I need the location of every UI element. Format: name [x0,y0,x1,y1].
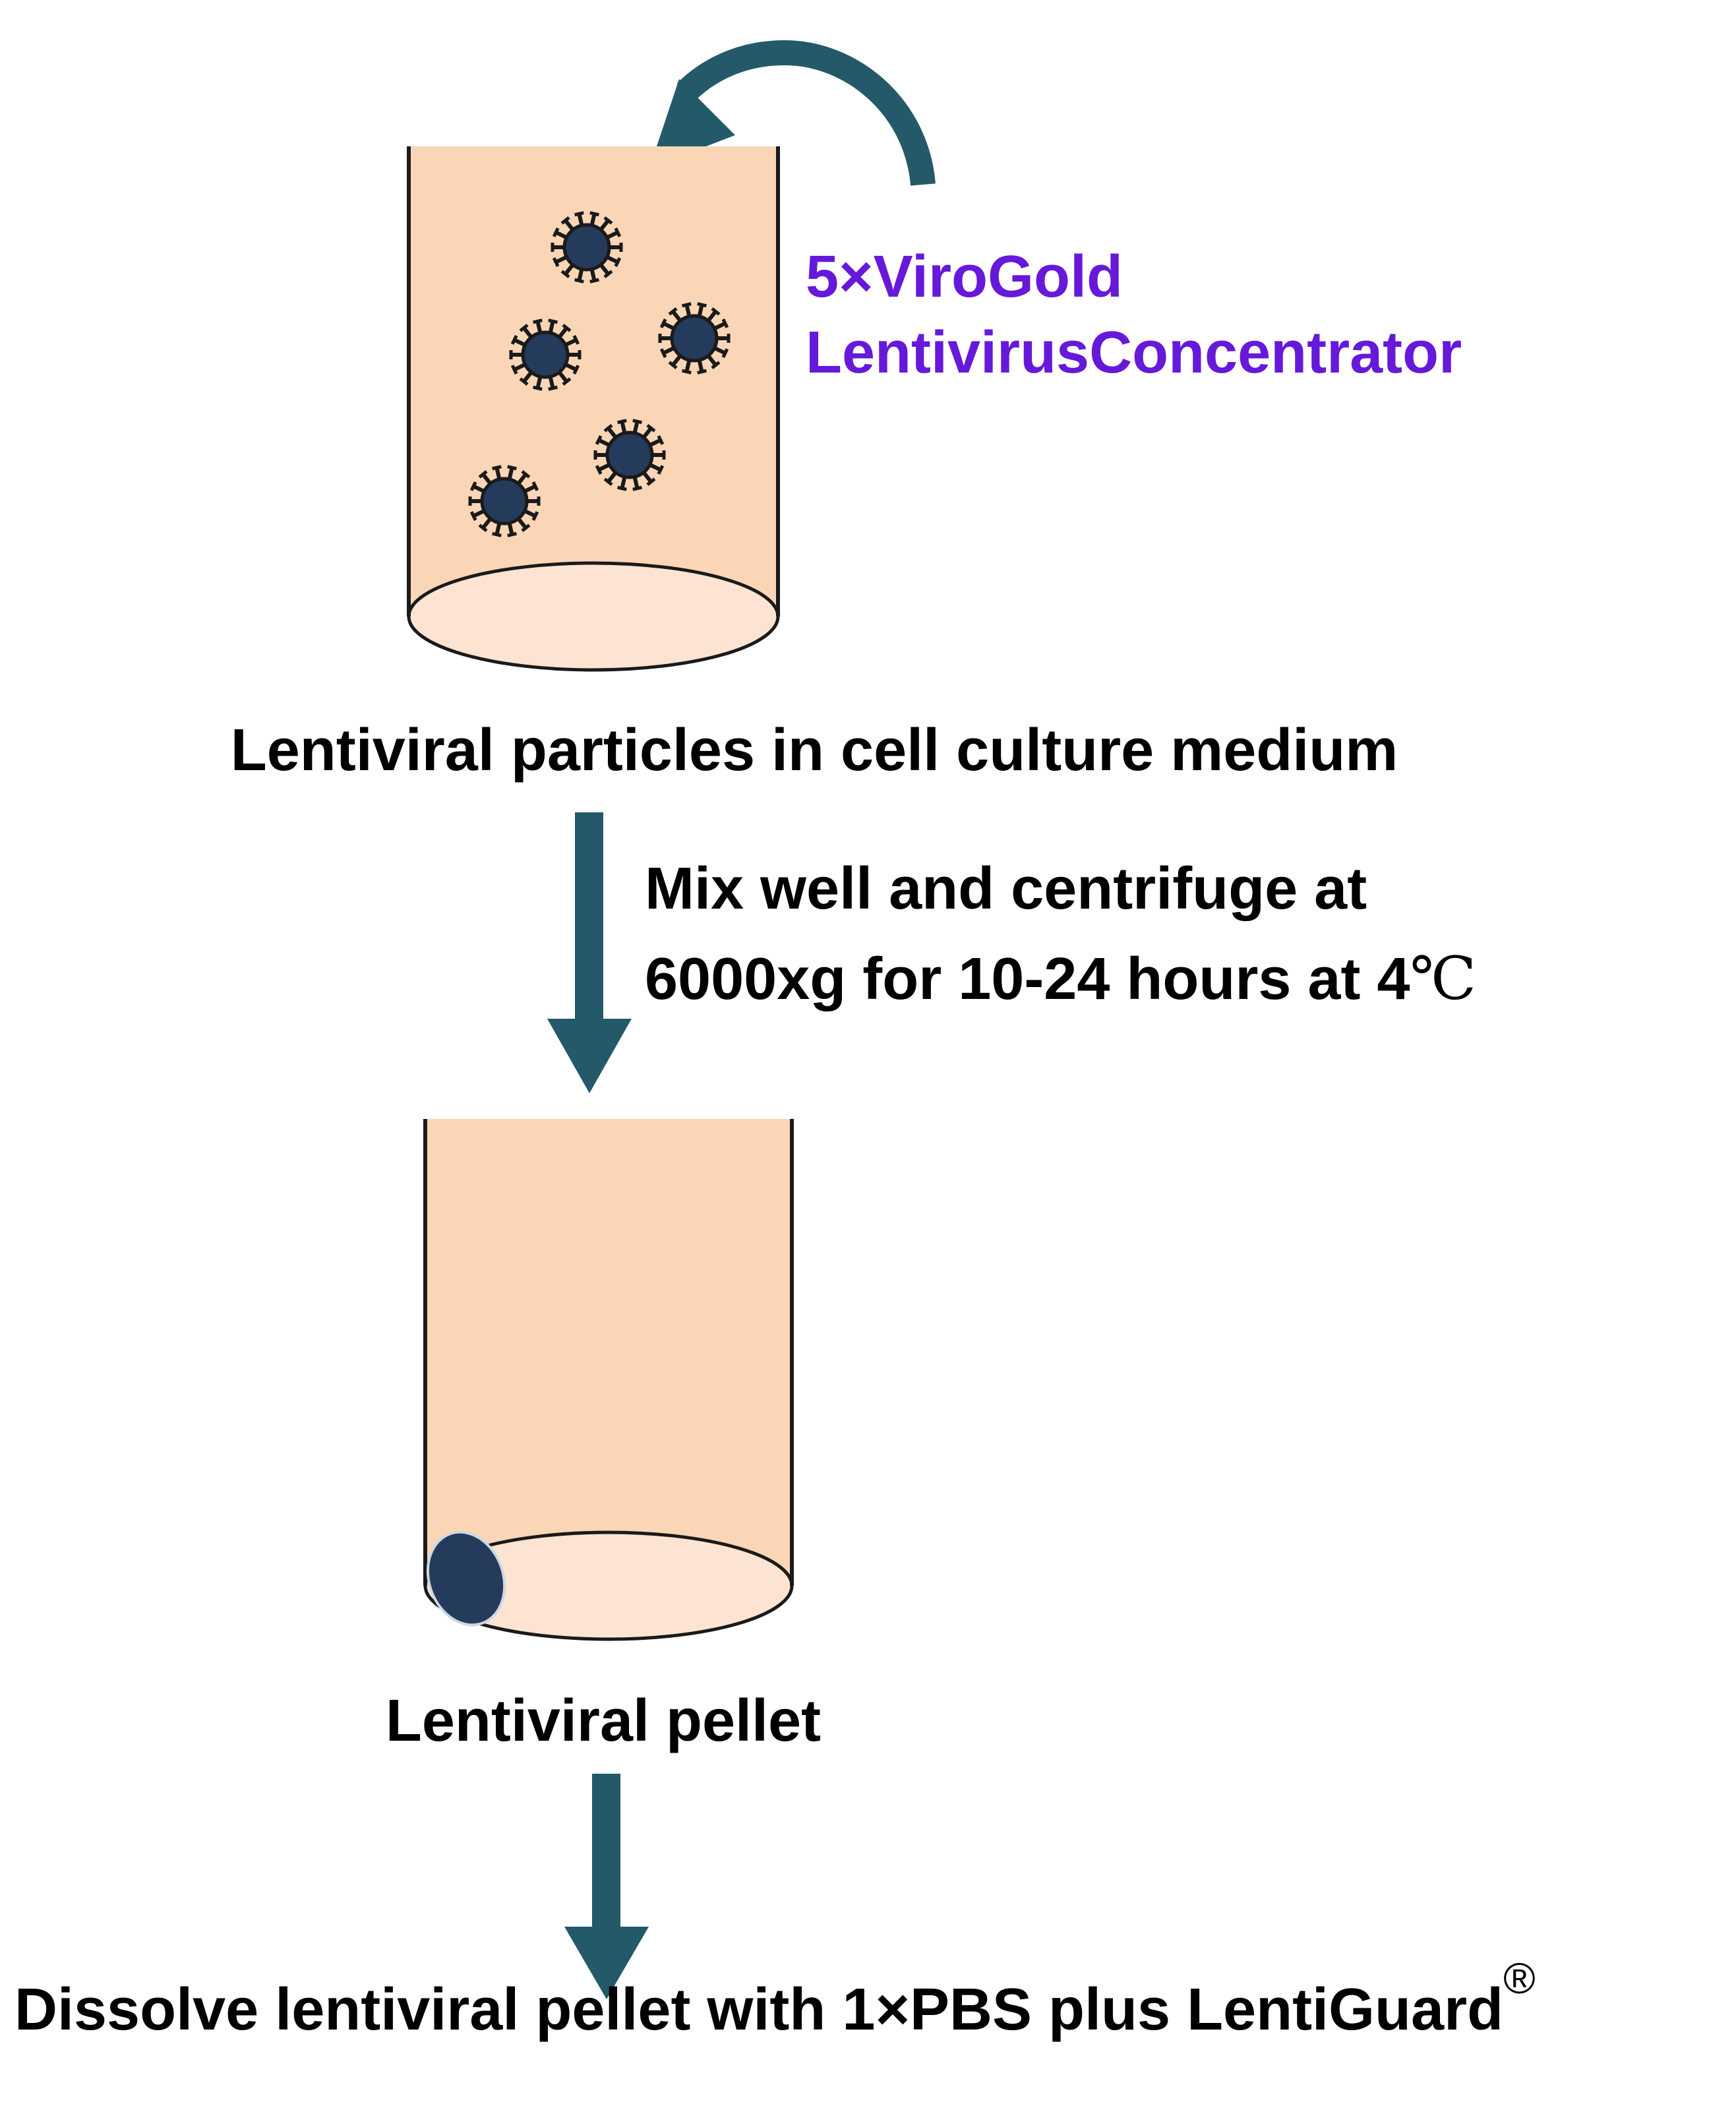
step1-caption: Lentiviral particles in cell culture med… [231,717,1398,783]
down-arrow-icon [547,812,632,1093]
reagent-name-line2: LentivirusConcentrator [806,320,1462,386]
pellet-icon [426,1530,506,1627]
reagent-name-line1: 5×ViroGold [806,244,1123,310]
tube-with-particles [407,146,780,672]
registered-mark: ® [1503,1954,1536,2003]
celsius-unit: ℃ [1410,944,1477,1013]
virus-particle-icon [593,419,666,491]
step2-instruction-line1: Mix well and centrifuge at [645,856,1367,922]
virus-particle-icon [551,211,623,284]
virus-particle-icon [509,318,582,391]
step2-instruction-line2: 6000xg for 10-24 hours at 4℃ [645,944,1476,1013]
step3-caption: Dissolve lentiviral pellet with 1×PBS pl… [15,1954,1536,2043]
tube-with-pellet [423,1119,794,1641]
curved-arrow-icon [649,40,936,186]
virus-particle-icon [468,465,541,537]
step2-instruction-text: 6000xg for 10-24 hours at 4 [645,946,1410,1012]
down-arrow-icon [564,1774,649,1999]
step2-caption: Lentiviral pellet [386,1688,821,1754]
step3-caption-text: Dissolve lentiviral pellet with 1×PBS pl… [15,1977,1503,2043]
virus-particle-icon [658,302,731,375]
